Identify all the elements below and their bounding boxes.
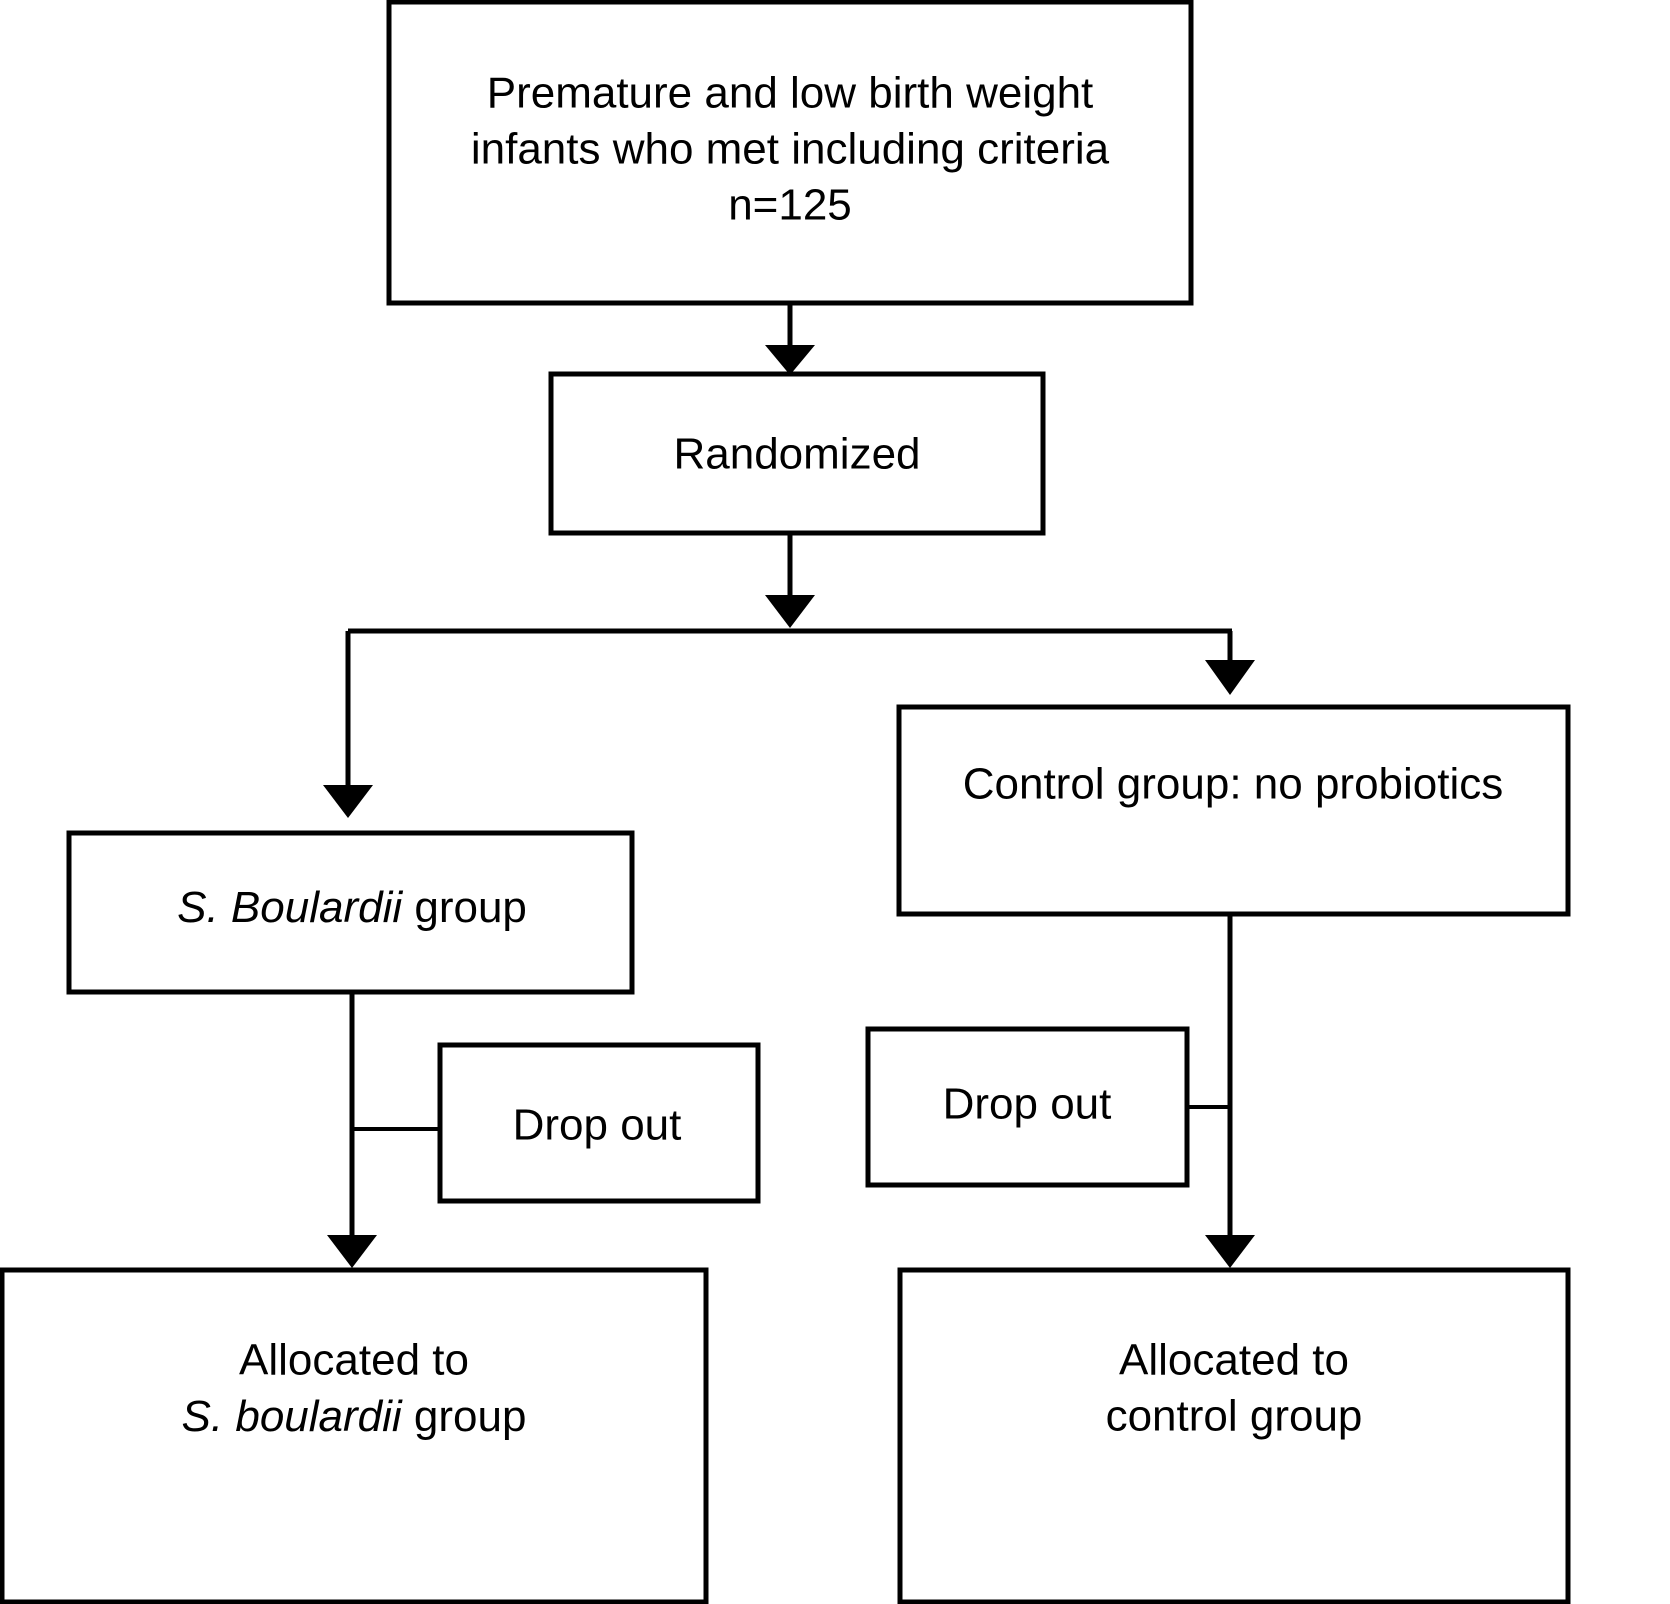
allocated-sb-italic: S. boulardii — [182, 1392, 403, 1441]
edge-enrollment-to-randomized — [765, 303, 815, 375]
enrollment-line-2: infants who met including criteria — [471, 125, 1110, 174]
enrollment-count: n=125 — [728, 181, 852, 230]
allocated-sb-line-2: S. boulardii group — [182, 1392, 527, 1441]
arrowhead-icon — [765, 345, 815, 375]
randomized-label: Randomized — [673, 430, 920, 479]
arrowhead-icon — [327, 1235, 377, 1268]
dropout-right-label: Drop out — [943, 1080, 1112, 1129]
s-boulardii-plain: group — [402, 883, 527, 932]
node-randomized[interactable]: Randomized — [548, 371, 1046, 536]
dropout-left-box[interactable] — [437, 1042, 761, 1204]
node-sb-group[interactable]: S. Boulardii group — [66, 830, 635, 995]
dropout-left-label: Drop out — [513, 1101, 682, 1150]
arrowhead-icon — [323, 785, 373, 818]
arrowhead-icon — [765, 595, 815, 628]
edge-split-to-sb-group — [323, 631, 373, 818]
enrollment-box[interactable] — [386, 0, 1194, 306]
s-boulardii-group-label: S. Boulardii group — [177, 883, 527, 932]
allocated-control-line-2: control group — [1106, 1392, 1363, 1441]
randomized-box[interactable] — [548, 371, 1046, 536]
node-dropout-right[interactable]: Drop out — [865, 1026, 1190, 1188]
edge-split-to-control-group — [1205, 631, 1255, 695]
node-allocated-control[interactable]: Allocated to control group — [897, 1267, 1571, 1604]
control-group-box[interactable] — [896, 704, 1571, 917]
allocated-sb-line-1: Allocated to — [239, 1336, 469, 1385]
enrollment-line-1: Premature and low birth weight — [487, 69, 1094, 118]
allocated-s-boulardii-box[interactable] — [0, 1267, 709, 1604]
edge-control-group-to-allocated — [1205, 914, 1255, 1268]
control-group-label: Control group: no probiotics — [963, 760, 1504, 809]
dropout-right-box[interactable] — [865, 1026, 1190, 1188]
allocated-control-line-1: Allocated to — [1119, 1336, 1349, 1385]
arrowhead-icon — [1205, 1235, 1255, 1268]
node-dropout-left[interactable]: Drop out — [437, 1042, 761, 1204]
allocated-sb-plain: group — [402, 1392, 527, 1441]
node-allocated-sb[interactable]: Allocated to S. boulardii group — [0, 1267, 709, 1604]
edge-randomized-to-split — [765, 533, 815, 628]
arrowhead-icon — [1205, 660, 1255, 695]
edge-sb-group-to-allocated — [327, 992, 377, 1268]
allocated-control-box[interactable] — [897, 1267, 1571, 1604]
s-boulardii-group-box[interactable] — [66, 830, 635, 995]
node-enrollment[interactable]: Premature and low birth weight infants w… — [386, 0, 1194, 306]
node-control-group[interactable]: Control group: no probiotics — [896, 704, 1571, 917]
s-boulardii-italic: S. Boulardii — [177, 883, 403, 932]
